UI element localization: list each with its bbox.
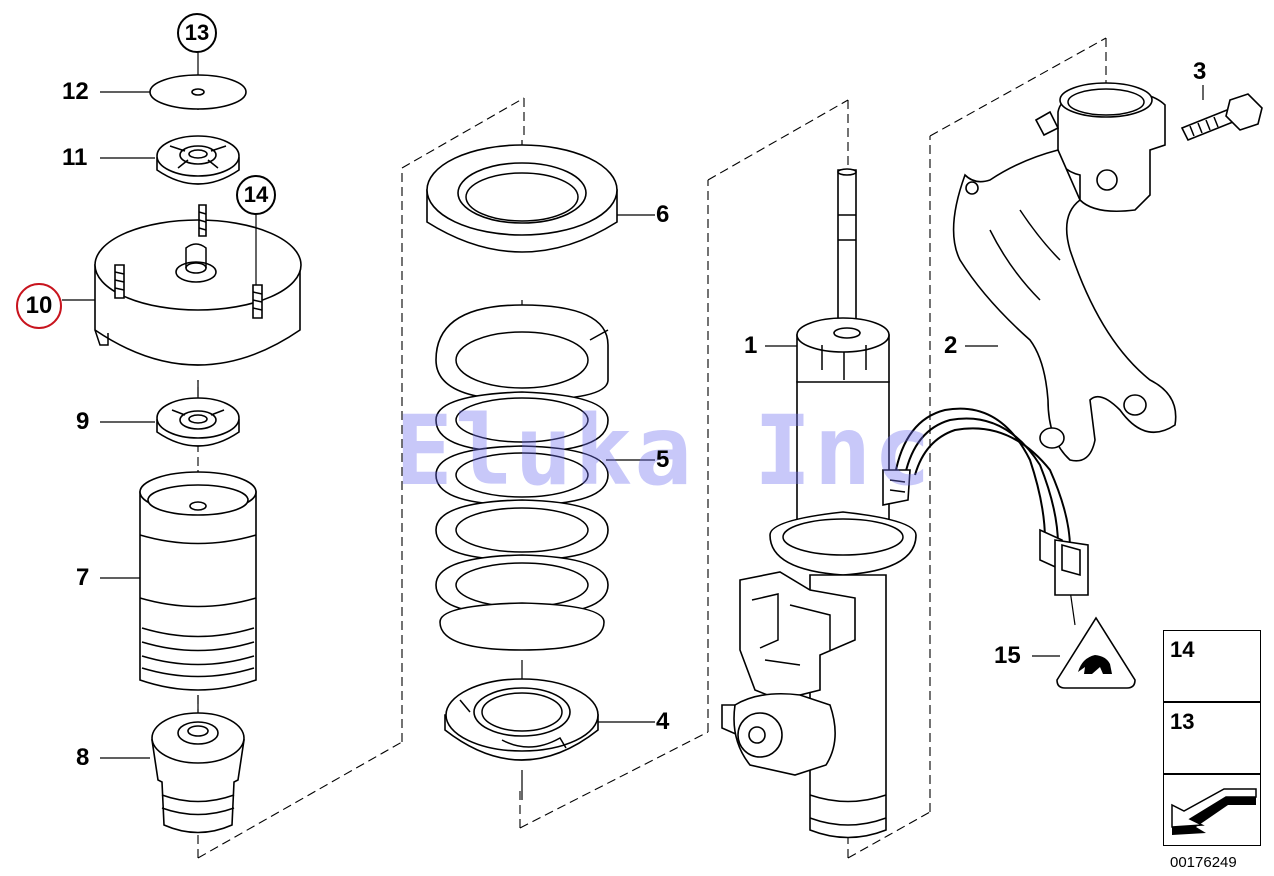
callout-13-label: 13 [184,20,210,45]
spring-seat-part-6 [426,144,618,253]
callout-10-label: 10 [25,292,53,319]
mount-part-9 [156,397,240,447]
inset-cell-14-label: 14 [1170,637,1195,662]
assembly-frame-strut [847,37,1107,859]
callout-10-highlighted[interactable]: 10 [16,283,62,329]
callout-11[interactable]: 11 [62,144,88,171]
shock-absorber-part-1 [721,168,1089,839]
bolt-part-3 [1180,93,1263,142]
callout-8[interactable]: 8 [76,744,90,771]
bump-stop-part-8 [151,712,245,834]
callout-4[interactable]: 4 [656,708,670,735]
inset-cell-arrow [1163,774,1261,846]
inset-cell-13[interactable]: 13 [1163,702,1261,774]
callout-12[interactable]: 12 [62,78,89,105]
inset-cell-13-label: 13 [1170,709,1195,734]
callout-3[interactable]: 3 [1193,58,1207,85]
coil-spring-part-5 [435,304,609,651]
direction-arrow-icon [1171,788,1257,835]
strut-mount-part-10 [94,204,302,366]
callout-14-label: 14 [243,182,269,207]
inset-cell-14[interactable]: 14 [1163,630,1261,702]
callout-5[interactable]: 5 [656,446,670,473]
knuckle-part-2 [952,82,1177,462]
spring-seat-part-4 [444,678,599,761]
callout-6[interactable]: 6 [656,201,670,228]
callout-2[interactable]: 2 [944,332,958,359]
center-axes [197,65,1107,800]
drawing-number: 00176249 [1170,854,1237,871]
callout-14-circled[interactable]: 14 [236,175,276,215]
dust-boot-part-7 [139,471,257,691]
assembly-frame-spring [401,97,849,829]
callout-15[interactable]: 15 [994,642,1021,669]
leader-lines [62,45,1204,759]
washer-part-12 [149,74,247,110]
mount-part-11 [156,135,240,185]
warning-triangle-icon [1056,616,1136,689]
callout-1[interactable]: 1 [744,332,758,359]
callout-13-circled[interactable]: 13 [177,13,217,53]
callout-7[interactable]: 7 [76,564,90,591]
callout-9[interactable]: 9 [76,408,90,435]
inset-nuts-panel: 14 13 [1163,630,1261,846]
